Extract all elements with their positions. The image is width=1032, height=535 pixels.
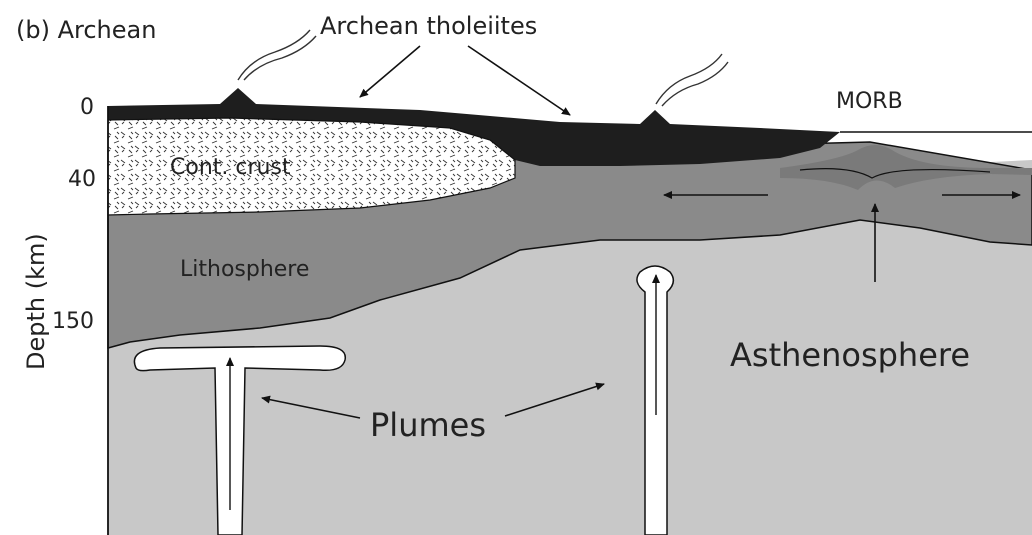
panel-title: (b) Archean bbox=[16, 16, 156, 44]
depth-tick-0: 0 bbox=[80, 95, 94, 120]
label-lithosphere: Lithosphere bbox=[180, 257, 309, 282]
depth-tick-150: 150 bbox=[52, 309, 94, 334]
tholeiites-arrow-left bbox=[360, 46, 420, 97]
tholeiites-arrow-right bbox=[468, 46, 570, 115]
label-cont-crust: Cont. crust bbox=[170, 155, 291, 180]
volcano-smoke-left bbox=[238, 30, 316, 80]
label-asthenosphere: Asthenosphere bbox=[730, 336, 970, 374]
volcano-smoke-right bbox=[656, 54, 728, 106]
depth-tick-40: 40 bbox=[68, 167, 96, 192]
depth-axis-label: Depth (km) bbox=[22, 233, 50, 370]
label-plumes: Plumes bbox=[370, 406, 486, 444]
label-archean-tholeiites: Archean tholeiites bbox=[320, 12, 537, 40]
label-morb: MORB bbox=[836, 89, 903, 114]
